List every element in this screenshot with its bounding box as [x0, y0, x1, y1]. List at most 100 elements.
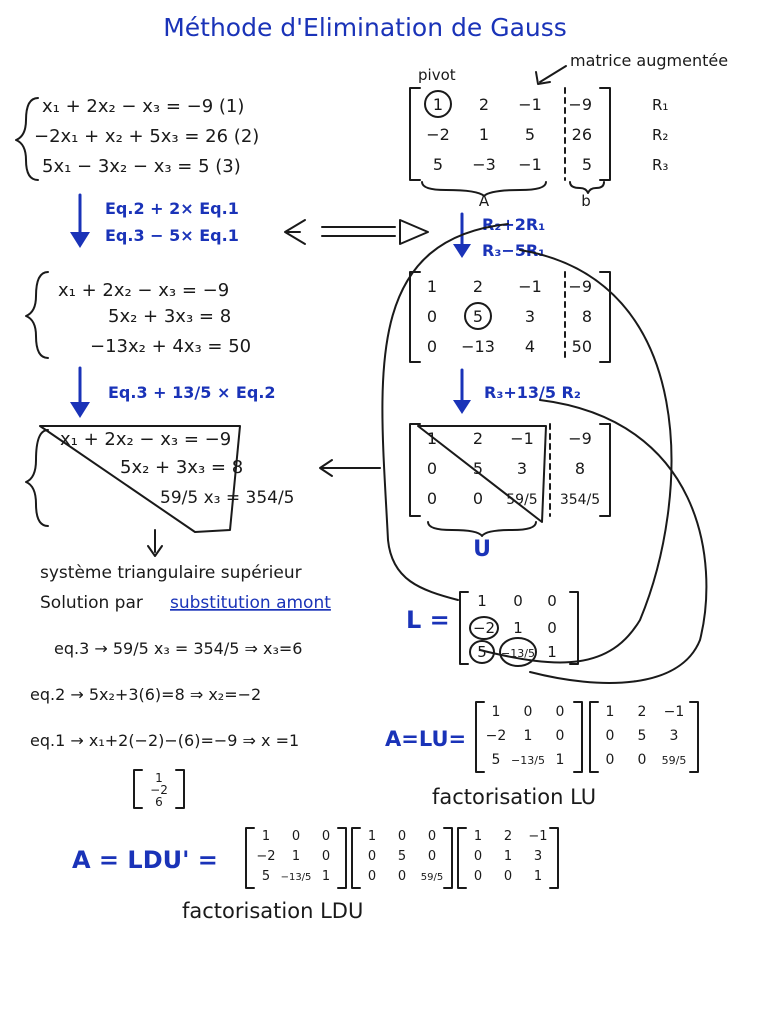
solution-x1: 1: [155, 771, 163, 785]
LDU-L-r1-c1: 1: [262, 829, 270, 844]
label-A: A: [479, 192, 490, 210]
LU-U-r1-c3: −1: [664, 704, 685, 720]
LDU-L-r2-c2: 1: [292, 849, 300, 864]
m3-r3-c3: 59/5: [506, 492, 537, 508]
m3-r2-c1: 0: [427, 459, 437, 478]
system2-eq1: x₁ + 2x₂ − x₃ = −9: [58, 280, 229, 301]
label-U: U: [473, 537, 491, 562]
double-arrow-right: [399, 219, 429, 245]
brace-system1: [15, 97, 39, 181]
matrix1-bracket-right: [599, 87, 611, 181]
m1-r3-c2: −3: [472, 155, 496, 174]
LDU-U1-r1-c2: 2: [504, 829, 512, 844]
brace-A: [421, 181, 547, 197]
m3-r2-c4: 8: [575, 459, 585, 478]
system3-eq3: 59/5 x₃ = 354/5: [160, 488, 295, 508]
LU-U-bracket-left: [589, 701, 599, 773]
m1-r2-c4: 26: [572, 125, 592, 144]
matrix3-cells: 1 2 −1 −9 0 5 3 8 0 0 59/5 354/5: [427, 429, 600, 508]
m2-r3-c4: 50: [572, 337, 592, 356]
m1-r3-c4: 5: [582, 155, 592, 174]
L-cells: 1 0 0 −2 1 0 5 −13/5 1: [473, 592, 557, 661]
LDU-L-r2-c1: −2: [256, 849, 275, 864]
matrix3-bracket-right: [599, 423, 611, 517]
LDU-L-bracket-right: [337, 827, 347, 889]
step1-arrowhead: [70, 232, 90, 248]
LU-L-r1-c2: 0: [524, 704, 533, 720]
solution-bracket-right: [175, 769, 185, 809]
LDU-L-r3-c1: 5: [262, 869, 270, 884]
rowop1-a: R₂+2R₁: [482, 215, 545, 234]
rowop2: R₃+13/5 R₂: [484, 383, 581, 402]
m3-r3-c4: 354/5: [560, 492, 600, 508]
lu-caption: factorisation LU: [432, 785, 596, 809]
L-r2-c1: −2: [473, 619, 495, 637]
LDU-U1-r2-c2: 1: [504, 849, 512, 864]
solution-prefix: Solution par: [40, 593, 143, 613]
L-circle-5: [469, 640, 495, 664]
LU-U-cells: 1 2 −1 0 5 3 0 0 59/5: [606, 704, 687, 768]
pivot-label: pivot: [418, 66, 456, 84]
augmented-pointer: [539, 65, 567, 83]
brace-b: [569, 181, 605, 194]
LU-L-r3-c1: 5: [492, 752, 501, 768]
LU-U-r3-c2: 0: [638, 752, 647, 768]
LU-L-r2-c1: −2: [486, 728, 507, 744]
LDU-D-r2-c2: 5: [398, 849, 406, 864]
curve-multiplier-2: [381, 223, 509, 601]
row-label-r2: R₂: [652, 126, 668, 144]
m1-r2-c2: 1: [479, 125, 489, 144]
L-bracket-right: [569, 591, 579, 665]
L-r2-c2: 1: [513, 619, 523, 637]
LU-L-r1-c3: 0: [556, 704, 565, 720]
L-r1-c3: 0: [547, 592, 557, 610]
LDU-L-bracket-left: [245, 827, 255, 889]
LDU-L-cells: 1 0 0 −2 1 0 5 −13/5 1: [256, 829, 330, 884]
ldu-caption: factorisation LDU: [182, 899, 363, 923]
rowop1-arrowhead: [453, 244, 471, 258]
m3-r1-c4: −9: [568, 429, 592, 448]
augmented-label: matrice augmentée: [570, 51, 728, 70]
m2-r2-c3: 3: [525, 307, 535, 326]
L-bracket-left: [459, 591, 469, 665]
m3-r3-c1: 0: [427, 489, 437, 508]
LDU-U1-r2-c3: 3: [534, 849, 542, 864]
LDU-D-r3-c2: 0: [398, 869, 406, 884]
system1-eq1: x₁ + 2x₂ − x₃ = −9 (1): [42, 96, 244, 117]
A-equals-LU: A=LU=: [385, 727, 466, 751]
solution-x3: 6: [155, 795, 163, 809]
L-circle-m2: [469, 616, 499, 640]
L-r3-c3: 1: [547, 643, 557, 661]
LDU-L-r2-c3: 0: [322, 849, 330, 864]
system1-eq2: −2x₁ + x₂ + 5x₃ = 26 (2): [34, 126, 259, 147]
LDU-U1-r3-c3: 1: [534, 869, 542, 884]
solution-bracket-left: [133, 769, 143, 809]
m2-r1-c1: 1: [427, 277, 437, 296]
m1-r3-c1: 5: [433, 155, 443, 174]
LU-L-r2-c3: 0: [556, 728, 565, 744]
A-equals-LDU: A = LDU' =: [72, 846, 218, 874]
LDU-D-cells: 1 0 0 0 5 0 0 0 59/5: [368, 829, 443, 884]
m2-r3-c2: −13: [461, 337, 495, 356]
matrix2-cells: 1 2 −1 −9 0 5 3 8 0 −13 4 50: [427, 277, 592, 356]
m2-r1-c3: −1: [518, 277, 542, 296]
LDU-D-r2-c3: 0: [428, 849, 436, 864]
LDU-U1-cells: 1 2 −1 0 1 3 0 0 1: [474, 829, 548, 884]
LU-L-r3-c3: 1: [556, 752, 565, 768]
LDU-D-r1-c3: 0: [428, 829, 436, 844]
LDU-D-r3-c3: 59/5: [421, 872, 443, 883]
pivot-circle-2: [464, 302, 492, 330]
pivot-circle-1: [424, 90, 452, 118]
m1-r3-c3: −1: [518, 155, 542, 174]
step1-op1: Eq.2 + 2× Eq.1: [105, 199, 239, 218]
LU-L-bracket-left: [475, 701, 485, 773]
m2-r2-c4: 8: [582, 307, 592, 326]
m2-r2-c1: 0: [427, 307, 437, 326]
matrix2-bracket-right: [599, 271, 611, 363]
LDU-D-r3-c1: 0: [368, 869, 376, 884]
LDU-L-r1-c3: 0: [322, 829, 330, 844]
system2-eq3: −13x₂ + 4x₃ = 50: [90, 336, 251, 357]
augmented-pointer-head: [535, 71, 551, 85]
solution-step-eq3: eq.3 → 59/5 x₃ = 354/5 ⇒ x₃=6: [54, 639, 302, 658]
